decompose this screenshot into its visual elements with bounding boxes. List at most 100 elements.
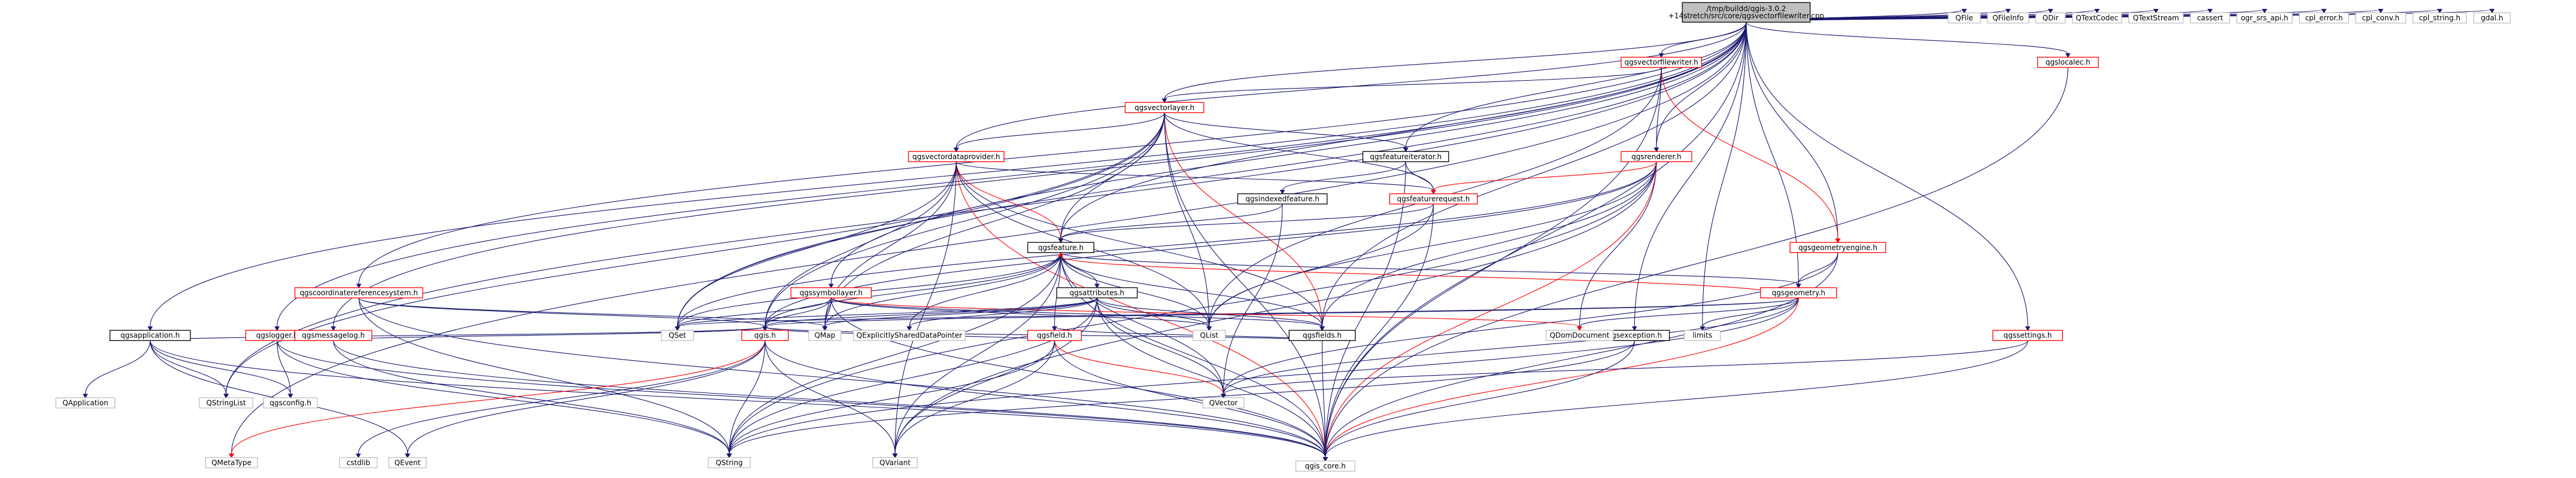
edge-qgsfield-h-to-qgis-core-h: [1054, 340, 1328, 462]
node-qgscoordinatereferencesystem-h[interactable]: qgscoordinatereferencesystem.h: [294, 287, 423, 299]
edge-root-to-qgis-core-h: [1322, 22, 1747, 462]
node-qvariant: QVariant: [872, 457, 918, 468]
node-qfile: QFile: [1947, 12, 1981, 24]
edge-qgscoordinatereferencesystem-h-to-qgis-h: [358, 297, 768, 331]
node-label: QDir: [2043, 14, 2059, 22]
node-label: qgsattributes.h: [1070, 288, 1125, 297]
node-limits: limits: [1684, 330, 1721, 341]
node-qmeta-type: QMetaType: [205, 457, 258, 468]
node-qgsvectordataprovider-h[interactable]: qgsvectordataprovider.h: [908, 151, 1005, 163]
node-qgssettings-h[interactable]: qgssettings.h: [1992, 330, 2064, 341]
node-label: qgis.h: [754, 331, 776, 340]
edge-qgsexception-h-to-qstring: [726, 340, 1635, 458]
node-qgsattributes-h[interactable]: qgsattributes.h: [1056, 287, 1138, 299]
node-qgsvectorfilewriter-h[interactable]: qgsvectorfilewriter.h: [1621, 56, 1702, 68]
node-label: qgsvectorlayer.h: [1134, 103, 1194, 112]
edge-qgsgeometryengine-h-to-qvector: [1221, 252, 1838, 398]
edge-qgsvectordataprovider-h-to-qgsfields-h: [955, 162, 1325, 331]
edge-qgsvectorfilewriter-h-to-qgsvectorlayer-h: [1161, 67, 1662, 103]
edge-qgsfeature-h-to-qvector: [1060, 252, 1227, 398]
node-qdom-document: QDomDocument: [1545, 330, 1614, 341]
edge-qgssettings-h-to-qgis-core-h: [1322, 340, 2028, 462]
node-qgslogger-h[interactable]: qgslogger.h: [245, 330, 309, 341]
node-root[interactable]: /tmp/buildd/qgis-3.0.2+14stretch/src/cor…: [1668, 2, 1824, 23]
node-qgsexception-h[interactable]: qgsexception.h: [1599, 330, 1670, 341]
node-ogr-srs-api-h: ogr_srs_api.h: [2236, 12, 2293, 24]
edge-root-to-qgsgeometryengine-h: [1746, 22, 1841, 243]
edge-qgsattributes-h-to-qgsfields-h: [1096, 297, 1325, 331]
node-qvector: QVector: [1202, 397, 1245, 409]
node-qgis-h[interactable]: qgis.h: [741, 330, 789, 341]
node-qgssymbollayer-h[interactable]: qgssymbollayer.h: [790, 287, 872, 299]
edge-root-to-qstring-list: [223, 22, 1747, 398]
node-label: qgslogger.h: [256, 331, 298, 340]
edge-root-to-qgsvectorfilewriter-h: [1658, 22, 1747, 58]
node-label: cpl_string.h: [2419, 14, 2460, 22]
node-label: QEvent: [395, 458, 421, 467]
node-label: qgsvectorfilewriter.h: [1624, 58, 1698, 66]
node-label: QMap: [814, 331, 835, 340]
node-label: qgsexception.h: [1607, 331, 1662, 340]
node-label: QVariant: [879, 458, 911, 467]
node-qgsmessagelog-h[interactable]: qgsmessagelog.h: [294, 330, 372, 341]
edge-qgssymbollayer-h-to-qset: [675, 297, 832, 331]
edge-qgsapplication-h-to-qstring-list: [150, 340, 229, 398]
node-label: +14stretch/src/core/qgsvectorfilewriter.…: [1668, 12, 1824, 20]
edge-qgsattributes-h-to-qexplicitly-shared-data-pointer: [906, 297, 1097, 331]
edge-qgslocalec-h-to-qgis-core-h: [1322, 67, 2068, 462]
node-label: qgsrenderer.h: [1631, 153, 1681, 161]
node-qstring-list: QStringList: [199, 397, 254, 409]
edge-root-to-qgsexception-h: [1631, 22, 1747, 331]
node-label: cstdlib: [347, 458, 370, 467]
edge-root-to-qgsvectordataprovider-h: [953, 22, 1747, 153]
edge-qgsvectorlayer-h-to-qgis-core-h: [1164, 112, 1328, 462]
node-label: ogr_srs_api.h: [2241, 14, 2288, 22]
node-qevent: QEvent: [388, 457, 427, 468]
node-label: qgslocalec.h: [2046, 58, 2090, 66]
node-qgsfields-h[interactable]: qgsfields.h: [1288, 330, 1356, 341]
node-qgsgeometry-h[interactable]: qgsgeometry.h: [1760, 287, 1837, 299]
node-cpl-error-h: cpl_error.h: [2299, 12, 2349, 24]
node-qgsindexedfeature-h[interactable]: qgsindexedfeature.h: [1237, 193, 1328, 205]
edge-qgsattributes-h-to-qset: [675, 297, 1097, 331]
node-label: QMetaType: [211, 458, 251, 467]
node-qgsfeature-h[interactable]: qgsfeature.h: [1027, 242, 1094, 253]
node-label: qgsconfig.h: [269, 398, 311, 407]
edge-qgsfeature-h-to-qexplicitly-shared-data-pointer: [906, 252, 1061, 331]
edge-qgscoordinatereferencesystem-h-to-qgis-core-h: [358, 297, 1328, 462]
edge-qgsgeometryengine-h-to-qgsgeometry-h: [1795, 252, 1838, 288]
node-label: QStringList: [207, 398, 247, 407]
node-qgsfield-h[interactable]: qgsfield.h: [1027, 330, 1082, 341]
node-qgsapplication-h[interactable]: qgsapplication.h: [109, 330, 191, 341]
node-qgsfeatureiterator-h[interactable]: qgsfeatureiterator.h: [1362, 151, 1449, 163]
node-qgsfeaturerequest-h[interactable]: qgsfeaturerequest.h: [1389, 193, 1478, 205]
edge-qgssymbollayer-h-to-qgis-core-h: [830, 297, 1328, 462]
edge-qgsgeometry-h-to-qgis-core-h: [1322, 297, 1799, 462]
node-label: qgsfields.h: [1303, 331, 1342, 340]
node-label: qgsgeometryengine.h: [1798, 243, 1877, 252]
node-qdir: QDir: [2035, 12, 2066, 24]
edge-root-to-qset: [675, 22, 1747, 331]
node-qgslocalec-h[interactable]: qgslocalec.h: [2037, 56, 2099, 68]
node-label: QList: [1200, 331, 1219, 340]
node-label: qgsapplication.h: [120, 331, 180, 340]
node-label: QApplication: [62, 398, 108, 407]
node-label: qgsfeature.h: [1038, 243, 1084, 252]
edge-qgsrenderer-h-to-qgsfeaturerequest-h: [1431, 162, 1657, 194]
node-gdal-h: gdal.h: [2473, 12, 2511, 24]
edge-qgsvectorlayer-h-to-qgsfeatureiterator-h: [1164, 112, 1409, 153]
node-label: QVector: [1209, 398, 1238, 407]
node-label: /tmp/buildd/qgis-3.0.2: [1706, 5, 1786, 13]
node-qexplicitly-shared-data-pointer: QExplicitlySharedDataPointer: [852, 330, 966, 341]
node-label: qgssymbollayer.h: [800, 288, 863, 297]
edge-qgsattributes-h-to-qgis-h: [762, 297, 1097, 331]
node-qgsgeometryengine-h[interactable]: qgsgeometryengine.h: [1789, 242, 1886, 253]
node-qgis-core-h: qgis_core.h: [1295, 460, 1355, 472]
node-qgsrenderer-h[interactable]: qgsrenderer.h: [1621, 151, 1692, 163]
node-label: QFile: [1955, 14, 1973, 22]
edge-root-to-qgslogger-h: [274, 22, 1747, 331]
node-qgsvectorlayer-h[interactable]: qgsvectorlayer.h: [1124, 102, 1204, 113]
node-label: QSet: [669, 331, 686, 340]
edge-qgsattributes-h-to-qmap: [822, 297, 1097, 331]
